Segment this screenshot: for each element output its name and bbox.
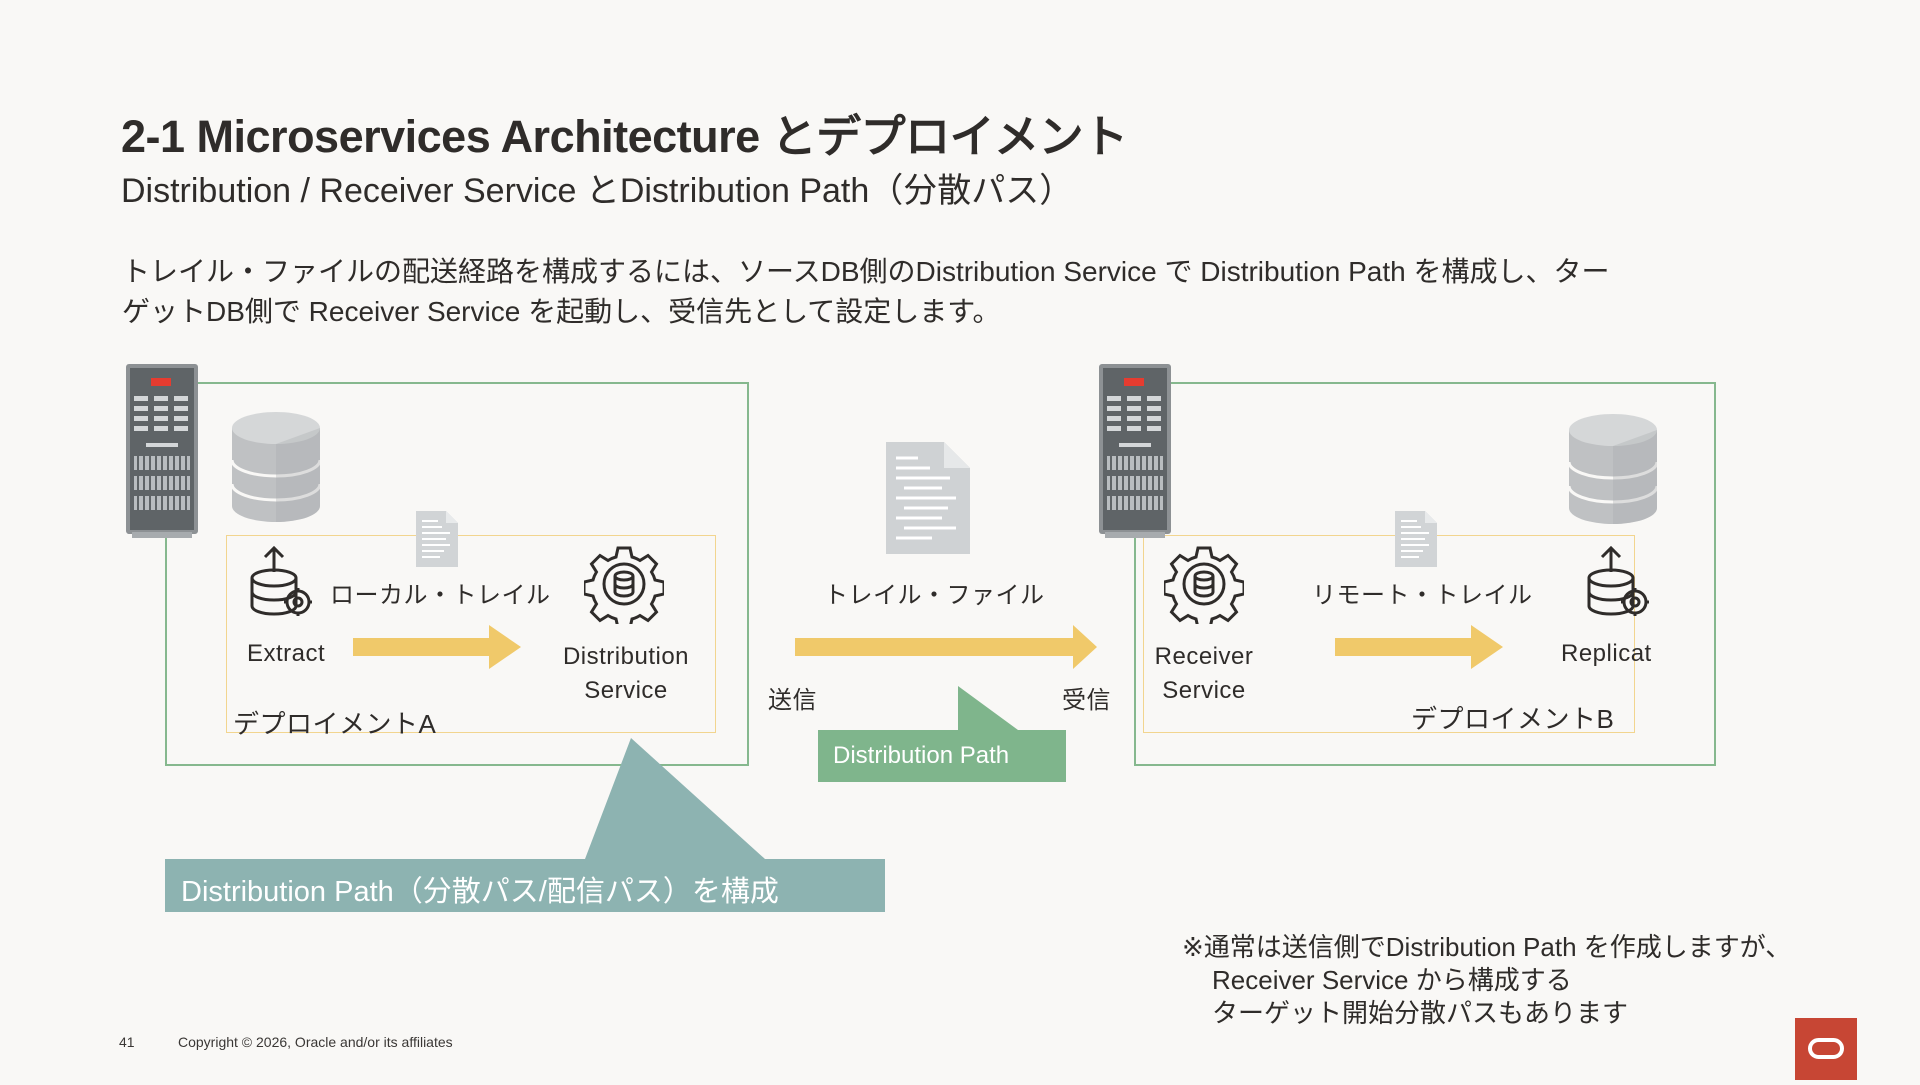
deployment-b-inner-box [1143, 535, 1635, 733]
page-number: 41 [119, 1034, 135, 1050]
description-line-1: トレイル・ファイルの配送経路を構成するには、ソースDB側のDistributio… [122, 256, 1610, 287]
distribution-service-gear-icon [584, 546, 664, 624]
distribution-path-callout-text: Distribution Path [833, 742, 1010, 769]
copyright: Copyright © 2026, Oracle and/or its affi… [178, 1034, 453, 1050]
replicat-icon [1587, 545, 1649, 616]
page-title: 2-1 Microservices Architecture とデプロイメント [121, 111, 1128, 162]
distribution-service-label: Distribution Service [556, 640, 696, 708]
deployment-a-inner-box [226, 535, 716, 733]
receiver-service-label-line1: Receiver [1154, 643, 1254, 670]
oracle-logo [1795, 1018, 1857, 1080]
local-trail-label: ローカル・トレイル [330, 582, 551, 609]
flow-arrow-b [1335, 625, 1503, 669]
description: トレイル・ファイルの配送経路を構成するには、ソースDB側のDistributio… [122, 252, 1822, 332]
big-callout-shape [165, 738, 885, 912]
database-b-icon [1567, 414, 1659, 524]
receiver-service-label: Receiver Service [1144, 640, 1264, 708]
send-label: 送信 [768, 687, 817, 714]
flow-arrow-a [353, 625, 521, 669]
database-a-icon [230, 412, 322, 522]
footnote-line-1: ※通常は送信側でDistribution Path を作成しますが、 [1182, 932, 1792, 962]
replicat-label: Replicat [1561, 640, 1652, 667]
extract-label: Extract [247, 640, 326, 667]
page-subtitle: Distribution / Receiver Service とDistrib… [121, 172, 1074, 210]
big-callout-text: Distribution Path（分散パス/配信パス）を構成 [181, 876, 779, 908]
local-trail-file-icon [416, 511, 458, 567]
receiver-service-gear-icon [1164, 546, 1244, 624]
footnote-line-3: ターゲット開始分散パスもあります [1212, 998, 1629, 1028]
extract-icon [250, 545, 312, 616]
footnote: ※通常は送信側でDistribution Path を作成しますが、 Recei… [1182, 931, 1791, 1030]
remote-trail-label: リモート・トレイル [1312, 582, 1533, 609]
trail-file-icon [886, 442, 970, 554]
oracle-o-icon [1808, 1038, 1844, 1059]
deployment-b-label: デプロイメントB [1411, 704, 1615, 734]
distribution-service-label-line2: Service [584, 677, 668, 704]
deployment-a-frame [165, 382, 749, 766]
footnote-line-2: Receiver Service から構成する [1212, 965, 1572, 995]
receive-label: 受信 [1062, 687, 1111, 714]
trail-file-label: トレイル・ファイル [824, 582, 1045, 609]
description-line-2: ゲットDB側で Receiver Service を起動し、受信先として設定しま… [122, 296, 1001, 327]
distribution-service-label-line1: Distribution [562, 643, 690, 670]
server-b-icon [1099, 364, 1171, 538]
remote-trail-file-icon [1395, 511, 1437, 567]
deployment-b-frame [1134, 382, 1716, 766]
server-a-icon [126, 364, 198, 538]
receiver-service-label-line2: Service [1162, 677, 1246, 704]
flow-arrow-middle [795, 625, 1097, 669]
deployment-a-label: デプロイメントA [233, 709, 437, 739]
distribution-path-callout-shape [818, 686, 1066, 782]
